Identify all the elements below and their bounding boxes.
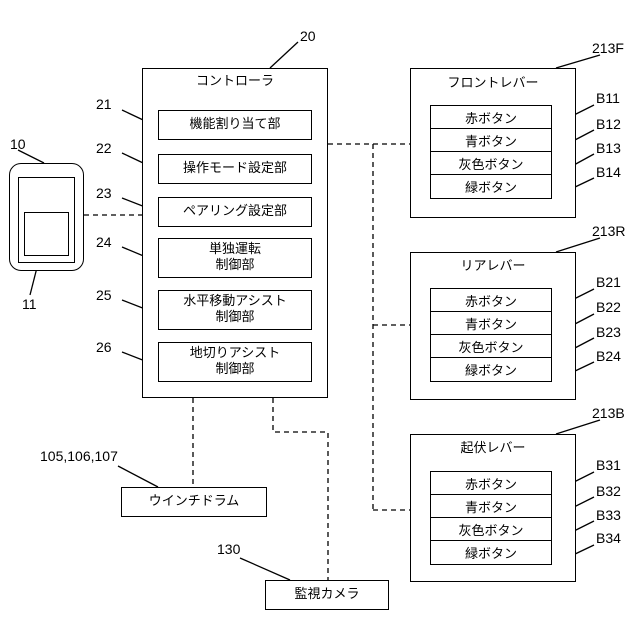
controller-ref: 20 [300, 28, 316, 44]
unit-label-line2: 制御部 [215, 310, 254, 326]
unit-label-line1: 単独運転 [209, 242, 261, 258]
remote-display [24, 212, 69, 256]
button-ref-B31: B31 [596, 457, 621, 473]
button-ref-B12: B12 [596, 116, 621, 132]
remote-ref: 10 [10, 136, 26, 152]
winch-drum-box: ウインチドラム [121, 487, 267, 517]
camera-label: 監視カメラ [294, 587, 359, 603]
unit-ref-24: 24 [96, 234, 112, 250]
button-ref-B13: B13 [596, 140, 621, 156]
button-ref-B34: B34 [596, 530, 621, 546]
leader-213B [556, 420, 600, 434]
rear-blue-button: 青ボタン [430, 311, 552, 336]
front-lever-ref: 213F [592, 40, 624, 56]
unit-label: 操作モード設定部 [183, 161, 287, 177]
front-green-button: 緑ボタン [430, 174, 552, 199]
unit-label-line1: 地切りアシスト [190, 346, 280, 362]
boom-lever-ref: 213B [592, 405, 625, 421]
boom-lever-title: 起伏レバー [410, 441, 576, 457]
front-gray-button: 灰色ボタン [430, 151, 552, 176]
unit-lift-off-assist: 地切りアシスト 制御部 [158, 342, 312, 382]
unit-label: 機能割り当て部 [189, 117, 280, 133]
boom-red-button: 赤ボタン [430, 471, 552, 496]
front-lever-title: フロントレバー [410, 76, 576, 92]
unit-label-line1: 水平移動アシスト [183, 294, 286, 310]
unit-single-operation: 単独運転 制御部 [158, 238, 312, 278]
leader-213F [556, 55, 600, 68]
rear-lever-title: リアレバー [410, 259, 576, 275]
unit-ref-25: 25 [96, 287, 112, 303]
unit-horizontal-assist: 水平移動アシスト 制御部 [158, 290, 312, 330]
button-ref-B24: B24 [596, 348, 621, 364]
boom-blue-button: 青ボタン [430, 494, 552, 519]
button-ref-B11: B11 [596, 90, 620, 106]
leader-camera [240, 558, 290, 580]
rear-green-button: 緑ボタン [430, 357, 552, 382]
front-blue-button: 青ボタン [430, 128, 552, 153]
unit-label: ペアリング設定部 [183, 204, 287, 220]
leader-20 [270, 42, 298, 68]
unit-ref-23: 23 [96, 185, 112, 201]
unit-pairing-setting: ペアリング設定部 [158, 197, 312, 227]
unit-operation-mode: 操作モード設定部 [158, 154, 312, 184]
winch-drum-ref: 105,106,107 [40, 448, 118, 464]
camera-ref: 130 [217, 541, 240, 557]
leader-213R [556, 238, 600, 252]
button-ref-B22: B22 [596, 299, 621, 315]
button-ref-B21: B21 [596, 274, 621, 290]
boom-gray-button: 灰色ボタン [430, 517, 552, 542]
rear-lever-ref: 213R [592, 223, 625, 239]
leader-winch [118, 466, 158, 487]
rear-red-button: 赤ボタン [430, 288, 552, 313]
unit-ref-26: 26 [96, 339, 112, 355]
unit-ref-21: 21 [96, 96, 112, 112]
button-ref-B23: B23 [596, 324, 621, 340]
button-ref-B14: B14 [596, 164, 621, 180]
remote-screen-ref: 11 [22, 296, 37, 312]
unit-function-assignment: 機能割り当て部 [158, 110, 312, 140]
unit-label-line2: 制御部 [215, 258, 254, 274]
controller-title: コントローラ [142, 74, 328, 90]
link-controller-camera [273, 398, 328, 580]
boom-green-button: 緑ボタン [430, 540, 552, 565]
winch-drum-label: ウインチドラム [149, 494, 240, 510]
front-red-button: 赤ボタン [430, 105, 552, 130]
unit-label-line2: 制御部 [215, 362, 254, 378]
rear-gray-button: 灰色ボタン [430, 334, 552, 359]
button-ref-B33: B33 [596, 507, 621, 523]
camera-box: 監視カメラ [265, 580, 389, 610]
button-ref-B32: B32 [596, 483, 621, 499]
unit-ref-22: 22 [96, 140, 112, 156]
